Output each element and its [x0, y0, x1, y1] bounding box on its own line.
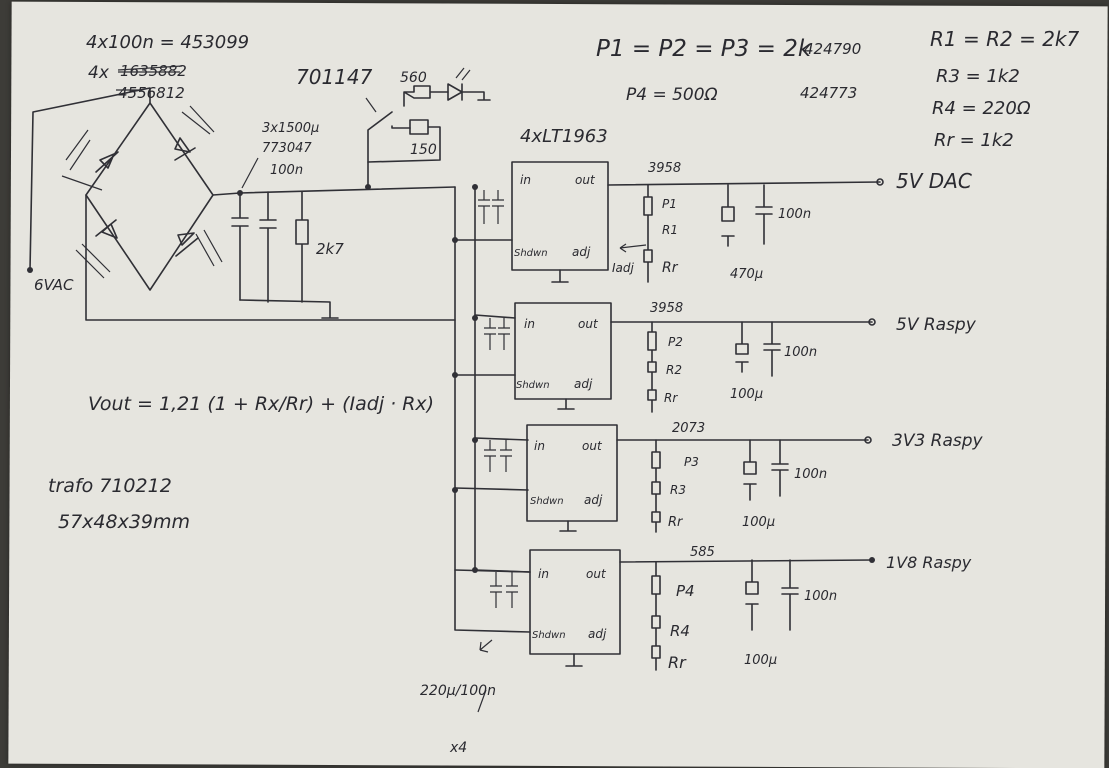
rail3-output: 3V3 Raspy [892, 431, 984, 451]
rail1-cap-big: 470µ [730, 267, 763, 282]
rail2-rr: Rr [664, 391, 678, 405]
notes: 4x100n = 453099 4x 1635882 4556812 4xLT1… [48, 27, 1079, 533]
rail4-pot: P4 [676, 582, 695, 600]
rail-3: in out Shdwn adj 2073 P3 R3 Rr 100µ 100n… [484, 421, 984, 533]
reg1-adj-label: adj [572, 245, 591, 259]
reg4-out-label: out [586, 567, 607, 581]
rail4-rr: Rr [668, 653, 687, 672]
trafo-note: trafo 710212 [48, 475, 172, 497]
bulk-caps-label-3: 100n [270, 163, 303, 178]
p4-part: 424773 [800, 84, 857, 102]
diodes-struck: 1635882 [120, 62, 187, 80]
diodes-part: 4556812 [118, 84, 185, 102]
bleeder-label: 2k7 [316, 240, 344, 258]
reg1-out-label: out [575, 173, 596, 187]
rail2-output: 5V Raspy [896, 315, 977, 335]
reg3-shdn-label: Shdwn [530, 496, 564, 507]
regulator-note: 4xLT1963 [520, 126, 608, 147]
p4-value: P4 = 500Ω [626, 85, 718, 105]
rail1-output: 5V DAC [896, 169, 972, 193]
rail-1: in out Shdwn adj 3958 P1 R1 Rr Iadj 470µ… [478, 161, 972, 283]
rail1-pot: P1 [662, 197, 677, 211]
rail4-rx: R4 [670, 622, 690, 640]
rail4-cap-small: 100n [804, 589, 837, 604]
rail3-cap-small: 100n [794, 467, 827, 482]
rail4-value: 585 [690, 545, 715, 560]
reg2-out-label: out [578, 317, 599, 331]
r4-note: R4 = 220Ω [932, 98, 1031, 119]
reg2-in-label: in [524, 317, 535, 331]
resistor-560-label: 560 [400, 70, 427, 86]
rail2-cap-small: 100n [784, 345, 817, 360]
reg3-adj-label: adj [584, 493, 603, 507]
caps-note: 4x100n = 453099 [86, 32, 249, 53]
reg2-shdn-label: Shdwn [516, 380, 550, 391]
relay-part-label: 701147 [296, 65, 373, 89]
rail2-rx: R2 [666, 363, 682, 377]
rail1-value: 3958 [648, 161, 681, 176]
r3-note: R3 = 1k2 [936, 66, 1020, 87]
rail4-cap-big: 100µ [744, 653, 777, 668]
input-caps-label: 220µ/100n [420, 683, 496, 699]
reg2-adj-label: adj [574, 377, 593, 391]
input-bus: 220µ/100n x4 [420, 184, 531, 756]
reg4-in-label: in [538, 567, 549, 581]
reg3-in-label: in [534, 439, 545, 453]
reg1-in-label: in [520, 173, 531, 187]
rail2-cap-big: 100µ [730, 387, 763, 402]
bulk-caps-label-1: 3x1500µ [262, 121, 319, 136]
rail1-rr: Rr [662, 260, 679, 276]
rail3-rr: Rr [668, 515, 684, 530]
reg4-adj-label: adj [588, 627, 607, 641]
rr-note: Rr = 1k2 [934, 130, 1014, 151]
rail3-value: 2073 [672, 421, 705, 436]
rail-4: in out Shdwn adj 585 P4 R4 Rr 100µ 100n … [490, 545, 972, 672]
bulk-capacitors: 3x1500µ 773047 100n 2k7 [212, 121, 456, 319]
diodes-prefix: 4x [88, 63, 110, 83]
relay-led: 701147 560 150 [296, 65, 491, 190]
bulk-caps-label-2: 773047 [262, 141, 312, 156]
rail1-iadj: Iadj [612, 261, 635, 275]
rail3-rx: R3 [670, 483, 686, 497]
bridge-rectifier: 6VAC [27, 87, 456, 321]
ac-input-label: 6VAC [34, 276, 74, 294]
rail1-rx: R1 [662, 223, 678, 237]
input-caps-count: x4 [449, 740, 467, 756]
rail-2: in out Shdwn adj 3958 P2 R2 Rr 100µ 100n… [484, 301, 977, 413]
r1r2-note: R1 = R2 = 2k7 [930, 27, 1079, 51]
reg4-shdn-label: Shdwn [532, 630, 566, 641]
rail3-cap-big: 100µ [742, 515, 775, 530]
reg1-shdn-label: Shdwn [514, 248, 548, 259]
trafo-dims: 57x48x39mm [58, 511, 190, 533]
rail2-value: 3958 [650, 301, 683, 316]
rail4-output: 1V8 Raspy [886, 553, 972, 572]
pot-part: 424790 [804, 40, 861, 58]
rail1-cap-small: 100n [778, 207, 811, 222]
pot-values: P1 = P2 = P3 = 2k [596, 36, 813, 62]
rail3-pot: P3 [684, 455, 699, 469]
reg3-out-label: out [582, 439, 603, 453]
formula: Vout = 1,21 (1 + Rx/Rr) + (Iadj · Rx) [88, 393, 434, 415]
resistor-150-label: 150 [410, 142, 437, 158]
rail2-pot: P2 [668, 335, 683, 349]
